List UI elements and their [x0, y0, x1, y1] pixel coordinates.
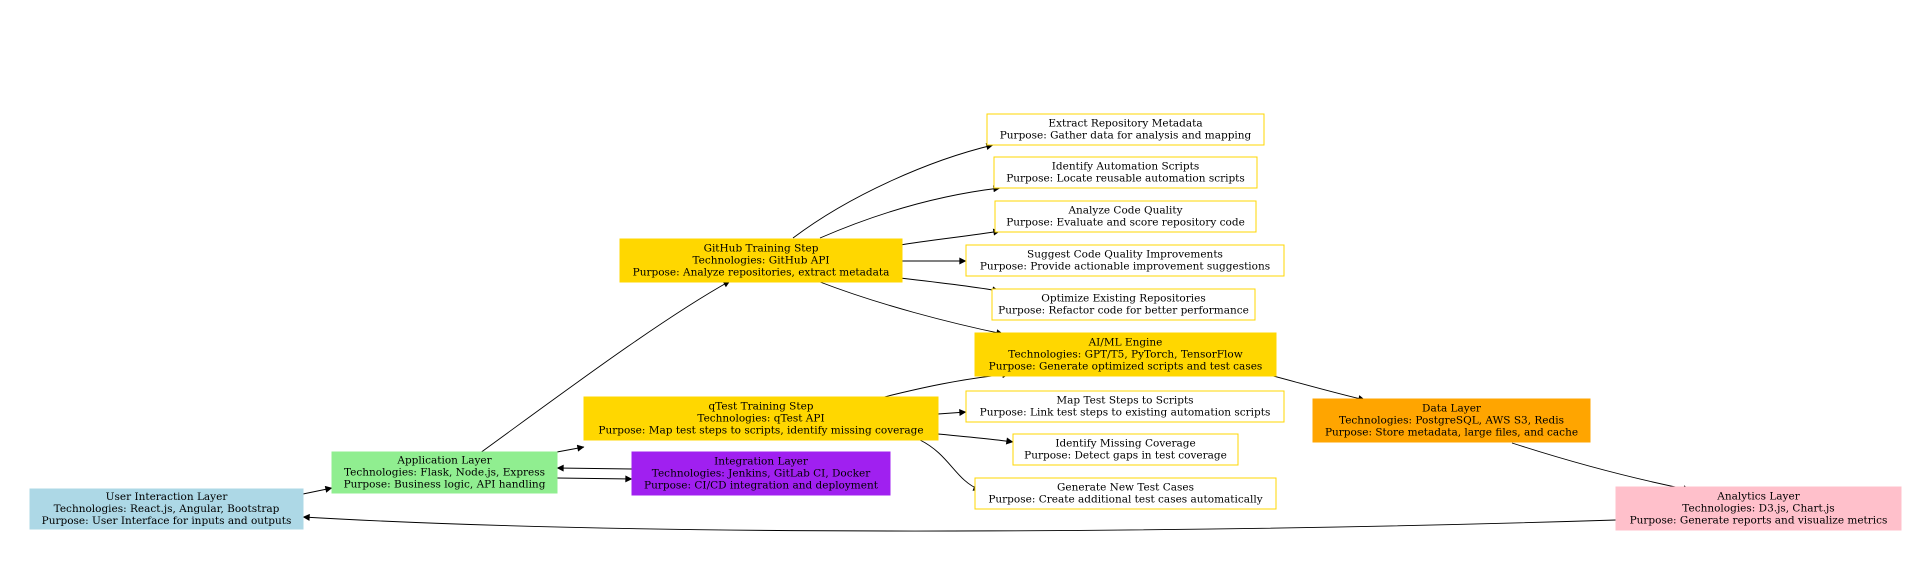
node-label-line: Technologies: GPT/T5, PyTorch, TensorFlo…	[1008, 349, 1242, 361]
node-box	[1012, 433, 1239, 466]
node-label-line: Data Layer	[1422, 403, 1482, 415]
node-label-line: Purpose: Analyze repositories, extract m…	[633, 267, 890, 279]
node-box	[619, 238, 903, 283]
edge-ui-to-app	[302, 485, 333, 495]
node-label-line: Analytics Layer	[1716, 491, 1800, 503]
node-label-line: Suggest Code Quality Improvements	[1027, 249, 1223, 261]
edge-integration-to-app	[556, 464, 633, 472]
node-label-line: AI/ML Engine	[1088, 337, 1163, 349]
node-label-line: Technologies: D3.js, Chart.js	[1682, 503, 1834, 515]
node-box	[331, 451, 558, 494]
node-box	[974, 477, 1277, 510]
node-label-line: Purpose: Generate optimized scripts and …	[989, 361, 1263, 373]
edge-qtest-to-coverage	[937, 433, 1014, 445]
node-label-line: Generate New Test Cases	[1057, 482, 1194, 494]
node-box	[1615, 486, 1902, 531]
node-label-line: Purpose: Detect gaps in test coverage	[1024, 450, 1227, 462]
node-label-line: Purpose: Locate reusable automation scri…	[1006, 173, 1245, 185]
node-label-line: Purpose: Business logic, API handling	[344, 479, 546, 491]
edge-app-to-qtest	[556, 444, 585, 453]
node-label-line: Technologies: Flask, Node.js, Express	[344, 467, 545, 479]
node-label-line: Integration Layer	[714, 456, 809, 468]
node-label-line: Technologies: React.js, Angular, Bootstr…	[54, 503, 280, 515]
node-box	[1312, 398, 1591, 443]
edge-github-to-extract	[792, 143, 994, 239]
edges	[302, 143, 1691, 532]
node-box	[29, 488, 304, 530]
edge-github-to-ai	[819, 281, 1004, 337]
node-label-line: Purpose: Link test steps to existing aut…	[980, 407, 1271, 419]
edge-github-to-optimize	[899, 277, 1000, 294]
node-label-line: Purpose: Create additional test cases au…	[988, 494, 1262, 506]
node-label-line: Purpose: CI/CD integration and deploymen…	[644, 480, 879, 492]
node-label-line: GitHub Training Step	[704, 243, 819, 255]
node-box	[993, 156, 1258, 189]
node-box	[583, 396, 939, 441]
node-box	[965, 390, 1285, 423]
node-label-line: Purpose: User Interface for inputs and o…	[42, 515, 292, 527]
node-label-line: Purpose: Gather data for analysis and ma…	[1000, 130, 1252, 142]
node-box	[974, 332, 1277, 377]
node-label-line: Purpose: Evaluate and score repository c…	[1006, 217, 1245, 229]
node-label-line: Map Test Steps to Scripts	[1056, 395, 1193, 407]
node-box	[631, 451, 891, 496]
node-box	[986, 113, 1265, 146]
node-suggest-code-quality-improvements: Suggest Code Quality ImprovementsPurpose…	[965, 244, 1285, 277]
node-box	[965, 244, 1285, 277]
node-label-line: User Interaction Layer	[106, 491, 229, 503]
edge-github-to-identify-scripts	[819, 185, 1001, 239]
node-label-line: Purpose: Provide actionable improvement …	[980, 261, 1270, 273]
node-label-line: Analyze Code Quality	[1067, 205, 1182, 217]
edge-app-to-integration	[556, 475, 633, 483]
edge-app-to-github	[479, 280, 731, 454]
edge-qtest-to-map	[937, 408, 967, 416]
node-label-line: Technologies: Jenkins, GitLab CI, Docker	[652, 468, 871, 480]
node-label-line: Purpose: Store metadata, large files, an…	[1325, 427, 1578, 439]
node-label-line: Optimize Existing Repositories	[1041, 293, 1205, 305]
node-label-line: Identify Missing Coverage	[1055, 438, 1195, 450]
edge-data-to-analytics	[1511, 442, 1691, 493]
edge-analytics-to-ui	[302, 513, 1617, 532]
node-label-line: Purpose: Refactor code for better perfor…	[998, 305, 1249, 317]
node-label-line: Technologies: GitHub API	[692, 255, 829, 267]
node-label-line: Purpose: Map test steps to scripts, iden…	[598, 425, 923, 437]
node-label-line: Extract Repository Metadata	[1048, 118, 1202, 130]
node-label-line: qTest Training Step	[709, 401, 814, 413]
edge-github-to-analyze	[899, 228, 1001, 246]
node-box	[994, 200, 1257, 233]
node-label-line: Technologies: qTest API	[697, 413, 824, 425]
node-label-line: Technologies: PostgreSQL, AWS S3, Redis	[1339, 415, 1564, 427]
node-box	[991, 288, 1256, 321]
edge-qtest-to-generate	[919, 439, 981, 491]
node-label-line: Identify Automation Scripts	[1052, 161, 1199, 173]
node-label-line: Application Layer	[396, 455, 492, 467]
node-label-line: Purpose: Generate reports and visualize …	[1630, 515, 1888, 527]
